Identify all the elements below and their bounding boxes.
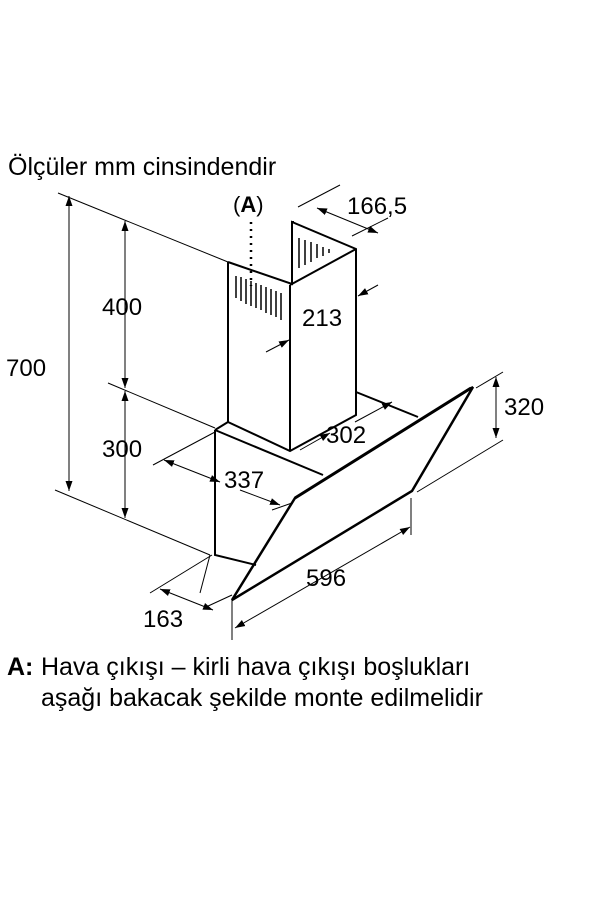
note-line-2: aşağı bakacak şekilde monte edilmelidir [41,684,483,712]
dim-total-height: 700 [6,355,47,382]
dim-glass-height: 320 [504,394,545,421]
callout-a-note: A:Hava çıkışı – kirli hava çıkışı boşluk… [7,652,483,714]
dim-chimney-height: 400 [102,294,143,321]
units-note: Ölçüler mm cinsindendir [8,153,277,181]
dim-body-depth: 337 [224,467,265,494]
callout-a-label: (A) [233,192,264,217]
note-line-1: Hava çıkışı – kirli hava çıkışı boşlukla… [41,653,471,681]
dim-body-width: 302 [326,422,367,449]
dim-chimney-width: 213 [302,305,343,332]
dim-hood-width: 596 [306,565,347,592]
dim-bottom-depth: 163 [143,606,184,633]
note-key: A: [7,653,34,681]
dim-chimney-depth: 166,5 [347,193,408,220]
dim-body-height: 300 [102,436,143,463]
